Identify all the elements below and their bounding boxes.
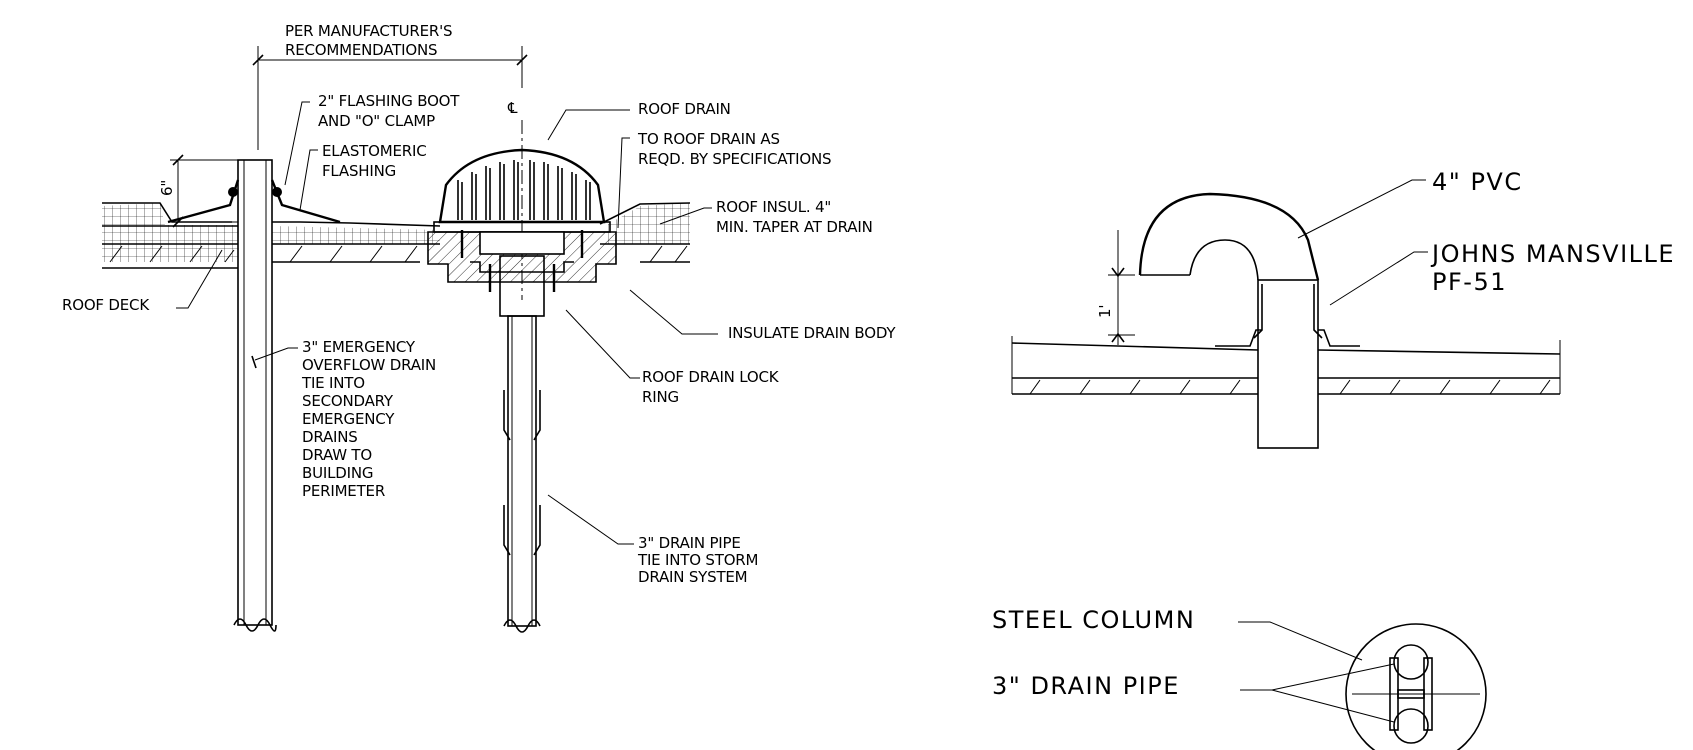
insulate-drain-body-label: INSULATE DRAIN BODY xyxy=(728,324,896,342)
jm-label-line1: JOHNS MANSVILLE xyxy=(1430,240,1675,268)
overflow-line-8: BUILDING xyxy=(302,464,373,482)
roof-insulation-left xyxy=(102,202,238,269)
overflow-line-6: DRAINS xyxy=(302,428,358,446)
dimension-label-line1: PER MANUFACTURER'S xyxy=(285,22,452,40)
centerline-symbol: ℄ xyxy=(507,99,518,117)
jm-label-line2: PF-51 xyxy=(1432,268,1507,296)
flashing-boot: 6" xyxy=(158,154,341,228)
pvc-height-label: 1' xyxy=(1096,305,1114,318)
drain-pipe-label-line3: DRAIN SYSTEM xyxy=(638,568,747,586)
overflow-line-9: PERIMETER xyxy=(302,482,385,500)
drain-pipe-label-line2: TIE INTO STORM xyxy=(637,551,758,569)
overflow-line-2: OVERFLOW DRAIN xyxy=(302,356,436,374)
steel-column-label: STEEL COLUMN xyxy=(992,606,1195,634)
steel-column-plan: STEEL COLUMN 3" DRAIN PIPE xyxy=(992,606,1487,750)
lock-ring-label-line2: RING xyxy=(642,388,679,406)
lock-ring-label-line1: ROOF DRAIN LOCK xyxy=(642,368,780,386)
drain-pipe-label: 3" DRAIN PIPE xyxy=(992,672,1180,700)
overflow-line-3: TIE INTO xyxy=(301,374,365,392)
height-label-6in: 6" xyxy=(158,180,176,196)
overflow-line-1: 3" EMERGENCY xyxy=(302,338,416,356)
roof-insul-label-line2: MIN. TAPER AT DRAIN xyxy=(716,218,873,236)
elastomeric-label-line1: ELASTOMERIC xyxy=(322,142,426,160)
to-roof-drain-label-line1: TO ROOF DRAIN AS xyxy=(637,130,780,148)
overflow-drain-pipe xyxy=(233,159,277,632)
overflow-line-7: DRAW TO xyxy=(302,446,372,464)
roof-drain-label: ROOF DRAIN xyxy=(638,100,731,118)
pvc-vent-section: 1' 4" PVC JOHNS MANSVILLE PF-51 xyxy=(1011,168,1675,449)
roof-insul-label-line1: ROOF INSUL. 4" xyxy=(716,198,831,216)
overflow-line-5: EMERGENCY xyxy=(302,410,395,428)
roof-insulation-right xyxy=(599,202,691,263)
roof-insulation-middle xyxy=(272,221,441,263)
flashing-boot-label-line2: AND "O" CLAMP xyxy=(318,112,435,130)
pvc-label: 4" PVC xyxy=(1432,168,1523,196)
manufacturer-dimension: PER MANUFACTURER'S RECOMMENDATIONS xyxy=(252,22,528,150)
drain-pipe xyxy=(499,255,545,633)
drain-pipe-label-line1: 3" DRAIN PIPE xyxy=(638,534,741,552)
overflow-label: 3" EMERGENCY OVERFLOW DRAIN TIE INTO SEC… xyxy=(301,338,436,500)
dimension-label-line2: RECOMMENDATIONS xyxy=(285,41,437,59)
flashing-boot-label-line1: 2" FLASHING BOOT xyxy=(318,92,460,110)
roof-drain-dome xyxy=(433,148,611,233)
to-roof-drain-label-line2: REQD. BY SPECIFICATIONS xyxy=(638,150,831,168)
roof-deck-label: ROOF DECK xyxy=(62,296,150,314)
overflow-line-4: SECONDARY xyxy=(302,392,394,410)
elastomeric-label-line2: FLASHING xyxy=(322,162,396,180)
left-roof-drain-section: PER MANUFACTURER'S RECOMMENDATIONS ℄ xyxy=(62,22,897,633)
drain-body xyxy=(427,230,617,292)
